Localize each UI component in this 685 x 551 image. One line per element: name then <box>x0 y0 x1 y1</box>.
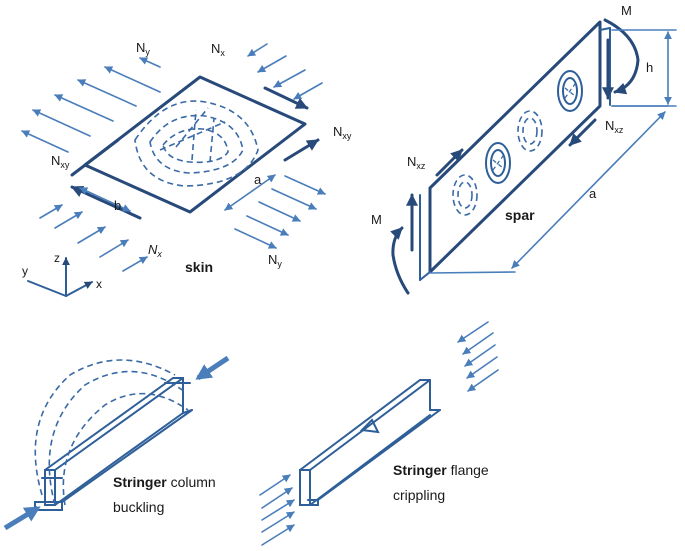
axis-triad <box>27 257 93 297</box>
axis-y-label: y <box>22 264 28 278</box>
column-load-arrow-bottom <box>3 505 41 531</box>
skin-shear-arrows <box>70 86 320 220</box>
nx-bottom-label: Nx <box>148 242 162 259</box>
column-load-arrow-top <box>195 355 230 381</box>
skin-dim-a-label: a <box>254 172 262 187</box>
skin-dim-b-label: b <box>114 198 121 213</box>
ny-arrows-left <box>21 66 161 153</box>
ny-bottom-label: Ny <box>268 252 282 269</box>
stringer-flange: Stringer flange crippling <box>259 321 499 546</box>
stringer-flange-caption-line2: crippling <box>393 487 445 503</box>
axis-x-label: x <box>96 277 102 291</box>
column-buckle-shape <box>34 359 189 506</box>
flange-load-arrows-top <box>457 321 499 392</box>
nxy-left-label: Nxy <box>51 153 70 170</box>
moment-top-label: M <box>621 3 632 18</box>
axis-z-label: z <box>54 251 60 265</box>
stringer-column-caption-line2: buckling <box>113 499 164 515</box>
nx-top-label: Ny <box>136 40 150 57</box>
stringer-flange-beam <box>299 379 441 506</box>
stringer-column-caption-line1: Stringer column <box>113 474 216 490</box>
spar-dim-a-label: a <box>589 186 597 201</box>
nxz-right-label: Nxz <box>605 118 624 135</box>
stringer-flange-caption-line1: Stringer flange <box>393 462 489 478</box>
ny-top-label: Nx <box>211 41 225 58</box>
skin-plate <box>83 75 307 214</box>
nx-arrows-bottom <box>39 204 148 272</box>
spar-plate <box>428 20 602 274</box>
nx-arrows-top <box>139 43 323 100</box>
skin-dim-b-line <box>79 187 131 212</box>
spar-dim-h-label: h <box>646 60 653 75</box>
spar-title: spar <box>505 207 535 223</box>
nxy-right-label: Nxy <box>333 124 352 141</box>
moment-bottom-label: M <box>371 212 382 227</box>
skin-panel: Ny Nx Nxy Nxy Nx Ny a b skin z y x <box>21 40 352 297</box>
spar-dim-a <box>429 105 669 274</box>
spar-dim-h <box>611 29 677 107</box>
stringer-column-beam <box>34 377 193 511</box>
skin-title: skin <box>185 259 213 275</box>
flange-load-arrows-bottom <box>259 474 295 546</box>
skin-buckle-pattern <box>134 100 259 187</box>
skin-dim-a-line <box>224 174 276 211</box>
stringer-column: Stringer column buckling <box>3 355 230 531</box>
spar-web: M M h a Nxz Nxz spar <box>371 3 677 295</box>
nxz-left-label: Nxz <box>407 154 426 171</box>
ny-arrows-right <box>234 175 326 249</box>
moment-bottom-arrow <box>390 226 410 295</box>
